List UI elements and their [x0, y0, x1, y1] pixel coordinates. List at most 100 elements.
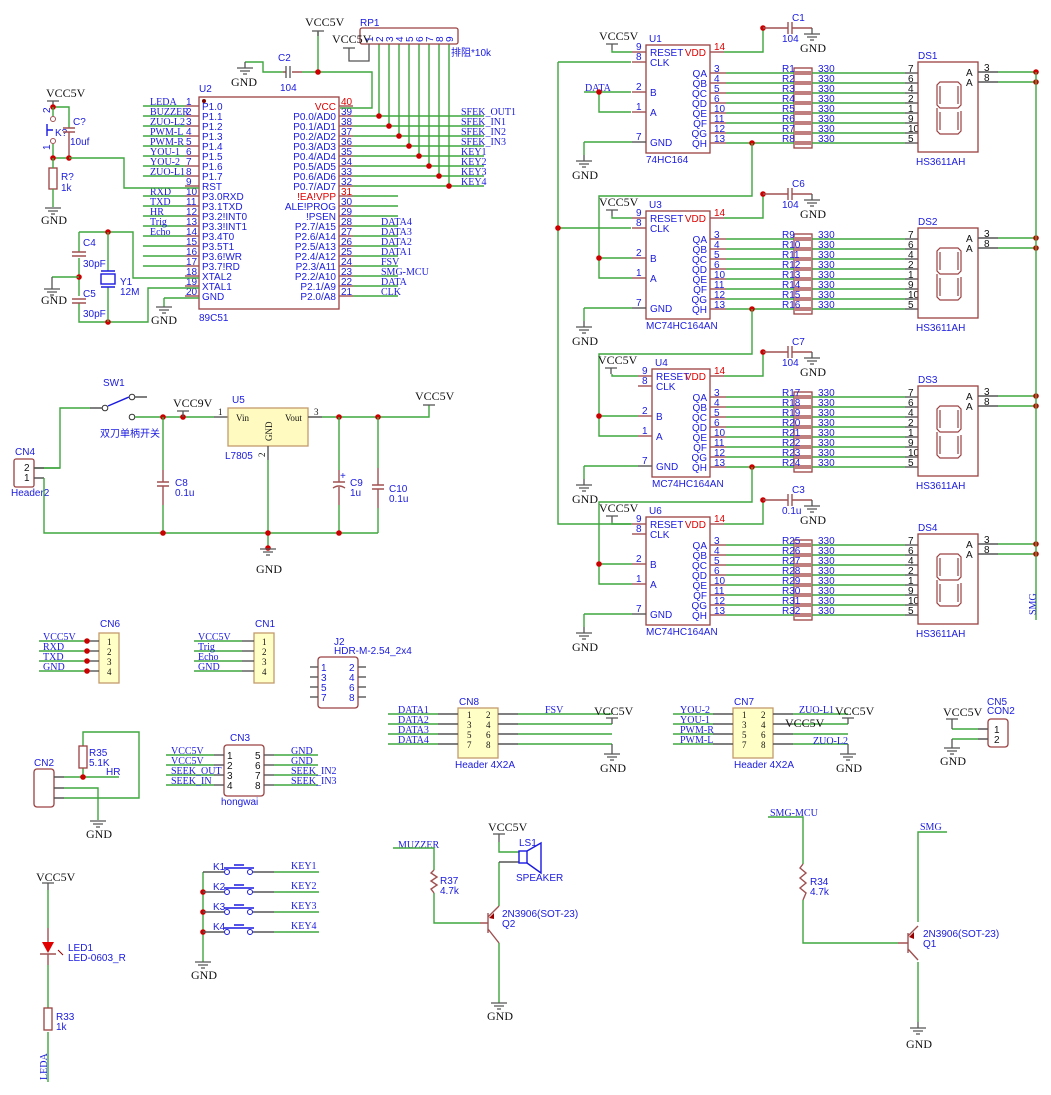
- cn6-pin-num: 3: [107, 657, 112, 667]
- display-part: HS3611AH: [916, 481, 965, 492]
- mcu-pin-name: P3.0RXD: [202, 192, 244, 203]
- mcu-pin-name: ALE!PROG: [285, 202, 336, 213]
- junction-dot: [446, 183, 452, 189]
- mcu-pin-name: P0.1/AD1: [293, 122, 336, 133]
- mcu-pin-name: P2.5/A13: [295, 242, 337, 253]
- display-body: [917, 385, 979, 477]
- sr-out-num: 12: [714, 596, 726, 607]
- cn3-net: GND: [291, 746, 313, 757]
- vcc-symbol: [605, 367, 617, 374]
- connector-cn5: CN5 CON2 1 2 VCC5V GND: [940, 697, 1015, 768]
- u5-pin2: 2: [257, 453, 267, 458]
- sr-out-num: 4: [714, 240, 720, 251]
- sr-pin-num: 1: [636, 268, 642, 279]
- resistor-val: 330: [818, 230, 835, 241]
- resistor-element: [794, 71, 812, 75]
- resistor-ref: R10: [782, 240, 801, 251]
- sr-pin-num: 9: [636, 42, 642, 53]
- ground-icon: [604, 748, 620, 761]
- mcu-net-label: DATA: [381, 277, 408, 288]
- cn1-pin-num: 2: [262, 647, 267, 657]
- cn4-pin2: 2: [24, 463, 30, 474]
- ls1-ref: LS1: [519, 838, 537, 849]
- mcu-net-label: SFEK_IN3: [461, 137, 506, 148]
- cn8-ref: CN8: [459, 697, 479, 708]
- resistor-element: [794, 287, 812, 291]
- cap-plates: [787, 494, 793, 506]
- mcu-pin-num: 4: [186, 127, 192, 138]
- resistor-array: [793, 391, 813, 473]
- resistor-val: 330: [818, 438, 835, 449]
- chain-wire: [598, 309, 753, 416]
- r-val: 1k: [61, 183, 73, 194]
- mcu-pin-num: 15: [186, 237, 198, 248]
- r37-ref: R37: [440, 876, 459, 887]
- u5-pin1: 1: [218, 407, 223, 417]
- sr-out-name: QB: [693, 245, 708, 256]
- cn6-net: VCC5V: [43, 632, 77, 643]
- sr-out-name: QA: [693, 235, 708, 246]
- reset-wire: [611, 216, 632, 219]
- ds-pin-num: 9: [908, 438, 914, 449]
- reset-gnd: GND: [41, 213, 67, 227]
- mcu-pin-num: 9: [186, 177, 192, 188]
- mcu-pin-num: 20: [186, 287, 198, 298]
- cn3-net: SEEK_OUT: [171, 766, 222, 777]
- mcu-pin-name: P3.2!INT0: [202, 212, 247, 223]
- j2-pin-num: 6: [349, 683, 355, 694]
- pin1-marker: [202, 99, 206, 103]
- gnd-wire: [583, 465, 638, 479]
- resistor-element: [794, 405, 812, 409]
- xtal-gnd: GND: [41, 293, 67, 307]
- ground-icon: [804, 352, 820, 365]
- key-net: KEY1: [291, 861, 317, 872]
- mcu-pin-num: 14: [186, 227, 198, 238]
- cap-val: 104: [782, 358, 799, 369]
- shift-register-body: [645, 210, 711, 320]
- u5-gnd: GND: [264, 421, 274, 441]
- resistor-ref: R12: [782, 260, 801, 271]
- led-vcc: VCC5V: [36, 870, 76, 884]
- mcu-pin-num: 27: [341, 227, 353, 238]
- junction-dot: [596, 255, 602, 261]
- resistor-element: [794, 91, 812, 95]
- mcu-pin-num: 30: [341, 197, 353, 208]
- mcu-pin-num: 7: [186, 157, 192, 168]
- mcu-net-label: PWM-R: [150, 137, 184, 148]
- mcu-pin-name: GND: [202, 292, 224, 303]
- sr-out-name: QD: [692, 265, 707, 276]
- resistor-element: [794, 237, 812, 241]
- resistor-val: 330: [818, 458, 835, 469]
- mcu-pin-name: P1.3: [202, 132, 223, 143]
- mcu-pin-name: P3.1TXD: [202, 202, 243, 213]
- cn7-pin-num: 5: [742, 730, 747, 740]
- mcu-pin-num: 21: [341, 287, 353, 298]
- display-part: HS3611AH: [916, 323, 965, 334]
- mcu-pin-num: 10: [186, 187, 198, 198]
- pushbutton-icon: [224, 904, 254, 909]
- sr-out-name: QA: [693, 69, 708, 80]
- mcu-pin-num: 35: [341, 147, 353, 158]
- cn8-pin-num: 6: [486, 730, 491, 740]
- mcu-pin-num: 22: [341, 277, 353, 288]
- cn2-gnd: GND: [86, 827, 112, 841]
- c5-ref: C5: [83, 289, 96, 300]
- c9-ref: C9: [350, 478, 363, 489]
- sr-out-num: 5: [714, 250, 720, 261]
- mcu-net-label: KEY4: [461, 177, 487, 188]
- sr-out-num: 4: [714, 74, 720, 85]
- cn8-pin-num: 5: [467, 730, 472, 740]
- cap-gnd: GND: [800, 365, 826, 379]
- ds-pin-num: 1: [908, 428, 914, 439]
- mcu-pin-name: XTAL2: [202, 272, 232, 283]
- mcu-pin-name: P0.3/AD3: [293, 142, 336, 153]
- mcu-pin-name: P2.3/A11: [296, 262, 337, 273]
- sr-out-name: QC: [692, 255, 707, 266]
- junction-dot: [416, 153, 422, 159]
- cn2-ref: CN2: [34, 758, 54, 769]
- smg-driver-circuit: SMG-MCU R34 4.7k SMG 2N3906(SOT-23) Q1 G…: [768, 808, 999, 1051]
- reg-vcc5: VCC5V: [415, 389, 455, 403]
